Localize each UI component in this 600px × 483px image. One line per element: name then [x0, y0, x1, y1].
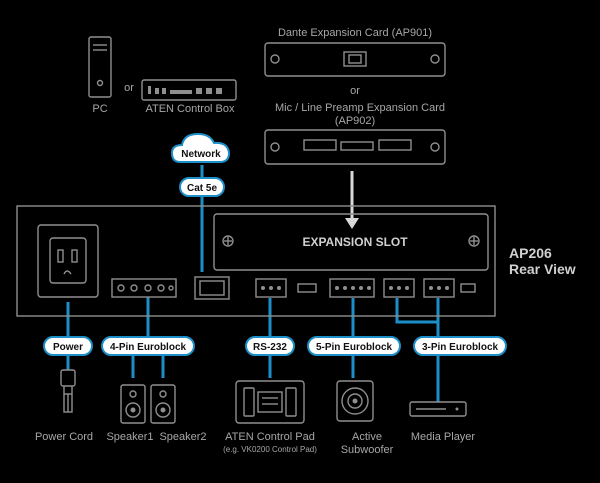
- subwoofer-icon: [336, 380, 374, 422]
- pill-4pin: 4-Pin Euroblock: [101, 336, 195, 356]
- screw-icon: [222, 235, 234, 247]
- subwoofer-label-2: Subwoofer: [341, 444, 394, 456]
- pill-cat5e: Cat 5e: [179, 177, 225, 197]
- control-box-label: ATEN Control Box: [145, 103, 235, 115]
- or-label-top: or: [124, 82, 134, 94]
- mic-card-label-2: (AP902): [335, 115, 375, 127]
- dante-card-icon: [264, 42, 446, 77]
- media-player-icon: [409, 401, 467, 417]
- subwoofer-label-1: Active: [352, 431, 382, 443]
- pc-label: PC: [92, 103, 107, 115]
- panel-title-2: Rear View: [509, 261, 576, 277]
- 3pin-port-icon: [423, 278, 455, 298]
- wire-3pin-bus: [395, 298, 438, 324]
- wires: [66, 165, 440, 402]
- pill-cat5e-label: Cat 5e: [187, 183, 217, 194]
- pill-4pin-label: 4-Pin Euroblock: [110, 342, 187, 353]
- control-pad-icon: [235, 380, 305, 424]
- control-pad-sublabel: (e.g. VK0200 Control Pad): [223, 445, 317, 454]
- pill-3pin-label: 3-Pin Euroblock: [422, 342, 499, 353]
- power-inlet-icon: [37, 224, 99, 298]
- speaker-icon: [150, 384, 176, 424]
- pill-power-label: Power: [53, 342, 83, 353]
- dante-card-label: Dante Expansion Card (AP901): [278, 27, 432, 39]
- arrow-to-slot: [345, 171, 359, 229]
- mic-card-label-1: Mic / Line Preamp Expansion Card: [275, 102, 445, 114]
- cloud-icon: [170, 132, 231, 163]
- control-box-icon: [141, 79, 237, 101]
- screw-icon: [468, 235, 480, 247]
- control-pad-label: ATEN Control Pad: [225, 431, 315, 443]
- expansion-slot-label: EXPANSION SLOT: [302, 235, 408, 249]
- speaker1-label: Speaker1: [106, 431, 153, 443]
- pill-5pin: 5-Pin Euroblock: [307, 336, 401, 356]
- 5pin-port-icon: [329, 278, 375, 298]
- rj45-port-icon: [194, 276, 230, 300]
- pill-power: Power: [43, 336, 93, 356]
- pill-rs232-label: RS-232: [253, 342, 287, 353]
- speaker-euroblock-icon: [111, 278, 177, 298]
- network-label: Network: [181, 149, 221, 160]
- rs232-port-icon: [255, 278, 287, 298]
- power-cord-label: Power Cord: [35, 431, 93, 443]
- 3pin-port-icon: [383, 278, 415, 298]
- speaker-icon: [120, 384, 146, 424]
- rear-panel: [16, 205, 496, 317]
- pill-5pin-label: 5-Pin Euroblock: [316, 342, 393, 353]
- power-plug-icon: [60, 369, 76, 413]
- pill-3pin: 3-Pin Euroblock: [413, 336, 507, 356]
- small-port-icon: [297, 283, 317, 293]
- pill-rs232: RS-232: [245, 336, 295, 356]
- small-port-icon: [460, 283, 476, 293]
- or-label-cards: or: [350, 85, 360, 97]
- media-player-label: Media Player: [411, 431, 476, 443]
- pc-icon: [88, 36, 112, 98]
- mic-card-icon: [264, 129, 446, 165]
- panel-title-1: AP206: [509, 245, 552, 261]
- speaker2-label: Speaker2: [159, 431, 206, 443]
